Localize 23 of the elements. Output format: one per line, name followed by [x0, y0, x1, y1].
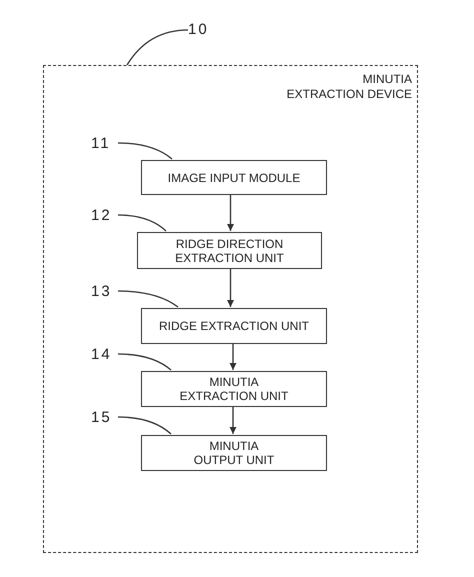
- arrow: [230, 406, 236, 434]
- leader-line: [118, 142, 172, 160]
- arrow: [227, 194, 234, 231]
- leader-line: [118, 353, 172, 370]
- callout-number: 15: [91, 408, 112, 428]
- device-title: MINUTIA EXTRACTION DEVICE: [286, 72, 412, 102]
- dashed-device-boundary: [43, 65, 418, 553]
- callout-number: 11: [91, 134, 111, 154]
- leader-line: [118, 214, 166, 232]
- leader-line: [126, 29, 188, 66]
- arrow: [230, 343, 236, 370]
- callout-number: 13: [91, 282, 112, 302]
- leader-line: [118, 416, 172, 434]
- callout-number: 12: [91, 206, 112, 226]
- process-box: RIDGE DIRECTION EXTRACTION UNIT: [137, 232, 322, 269]
- process-box: RIDGE EXTRACTION UNIT: [141, 308, 327, 344]
- arrow: [227, 268, 234, 307]
- callout-number: 10: [188, 20, 209, 40]
- process-box: MINUTIA OUTPUT UNIT: [141, 435, 327, 471]
- leader-line: [118, 290, 178, 308]
- process-box: MINUTIA EXTRACTION UNIT: [141, 371, 327, 407]
- process-box: IMAGE INPUT MODULE: [141, 160, 327, 195]
- callout-number: 14: [91, 345, 112, 365]
